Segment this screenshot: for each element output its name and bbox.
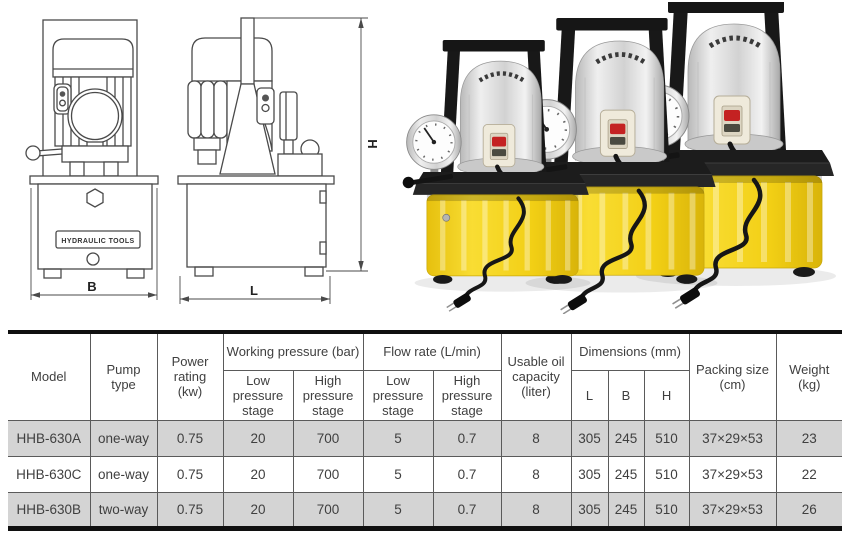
- spec-table: Model Pump type Power rating (kw) Workin…: [8, 330, 843, 531]
- cell-weight: 22: [775, 455, 843, 493]
- cell-packing-size: 37×29×53: [688, 419, 777, 457]
- cell-pump-type: one-way: [89, 419, 158, 457]
- col-header-flow-rate: Flow rate (L/min): [362, 331, 502, 371]
- dimension-b: [30, 188, 158, 300]
- dimension-label-b: B: [87, 279, 96, 294]
- table-row: HHB-630C one-way 0.75 20 700 5 0.7 8 305…: [8, 455, 843, 493]
- cell-model: HHB-630B: [8, 491, 91, 529]
- col-header-pump-type: Pump type: [89, 331, 158, 421]
- table-row: HHB-630A one-way 0.75 20 700 5 0.7 8 305…: [8, 419, 843, 457]
- cell-pump-type: one-way: [89, 455, 158, 493]
- col-header-dim-l: L: [570, 369, 609, 421]
- cell-fr-low: 5: [362, 455, 434, 493]
- col-header-working-pressure: Working pressure (bar): [222, 331, 364, 371]
- col-header-packing-size: Packing size (cm): [688, 331, 777, 421]
- cell-fr-low: 5: [362, 419, 434, 457]
- table-row: HHB-630B two-way 0.75 20 700 5 0.7 8 305…: [8, 491, 843, 529]
- cell-fr-high: 0.7: [432, 419, 502, 457]
- cell-dim-l: 305: [570, 419, 609, 457]
- col-header-dimensions: Dimensions (mm): [570, 331, 690, 371]
- cell-oil-capacity: 8: [500, 455, 572, 493]
- cell-packing-size: 37×29×53: [688, 491, 777, 529]
- brand-plate-label: HYDRAULIC TOOLS: [61, 238, 134, 245]
- cell-wp-low: 20: [222, 419, 294, 457]
- col-header-model: Model: [8, 331, 91, 421]
- cell-dim-l: 305: [570, 455, 609, 493]
- cell-wp-high: 700: [292, 419, 364, 457]
- cell-dim-h: 510: [643, 455, 690, 493]
- dimension-label-l: L: [250, 283, 258, 298]
- cell-wp-low: 20: [222, 455, 294, 493]
- cell-weight: 23: [775, 419, 843, 457]
- dimension-label-h: H: [365, 139, 377, 148]
- cell-model: HHB-630C: [8, 455, 91, 493]
- col-header-wp-low-stage: Low pressure stage: [223, 369, 294, 421]
- dimension-l: [179, 276, 331, 304]
- cell-power-rating: 0.75: [156, 419, 224, 457]
- side-handle: [240, 17, 255, 85]
- col-header-fr-low-stage: Low pressure stage: [362, 369, 434, 421]
- cell-wp-high: 700: [292, 491, 364, 529]
- product-photo: [402, 2, 848, 314]
- cell-dim-b: 245: [607, 491, 645, 529]
- cell-fr-high: 0.7: [432, 455, 502, 493]
- col-header-dim-b: B: [607, 369, 645, 421]
- cell-pump-type: two-way: [89, 491, 158, 529]
- cell-packing-size: 37×29×53: [688, 455, 777, 493]
- col-header-usable-oil: Usable oil capacity (liter): [500, 331, 572, 421]
- front-view-drawing: HYDRAULIC TOOLS B: [25, 19, 159, 300]
- cell-wp-high: 700: [292, 455, 364, 493]
- col-header-weight: Weight (kg): [775, 331, 843, 421]
- cell-wp-low: 20: [222, 491, 294, 529]
- cell-weight: 26: [775, 491, 843, 529]
- cell-fr-low: 5: [362, 491, 434, 529]
- col-header-power-rating: Power rating (kw): [156, 331, 224, 421]
- cell-power-rating: 0.75: [156, 455, 224, 493]
- cell-power-rating: 0.75: [156, 491, 224, 529]
- cell-dim-h: 510: [643, 419, 690, 457]
- cell-oil-capacity: 8: [500, 491, 572, 529]
- cell-dim-b: 245: [607, 419, 645, 457]
- cell-oil-capacity: 8: [500, 419, 572, 457]
- cell-dim-h: 510: [643, 491, 690, 529]
- cell-dim-l: 305: [570, 491, 609, 529]
- cell-dim-b: 245: [607, 455, 645, 493]
- side-view-drawing: H L: [177, 17, 377, 304]
- col-header-wp-high-stage: High pressure stage: [292, 369, 364, 421]
- col-header-fr-high-stage: High pressure stage: [432, 369, 502, 421]
- cell-fr-high: 0.7: [432, 491, 502, 529]
- cell-model: HHB-630A: [8, 419, 91, 457]
- col-header-dim-h: H: [643, 369, 690, 421]
